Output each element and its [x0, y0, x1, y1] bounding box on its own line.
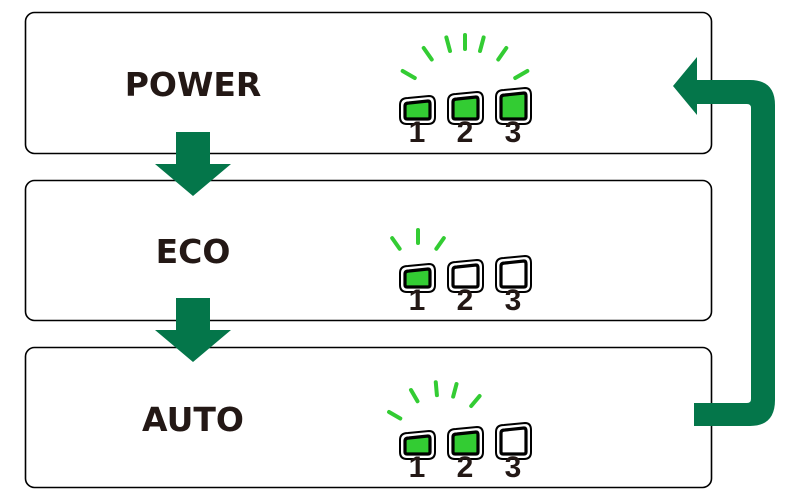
- led-3-off: [495, 421, 532, 460]
- led-3-off: [495, 254, 532, 293]
- glow-ray: [469, 394, 482, 408]
- glow-ray: [434, 236, 446, 251]
- led-3-on: [495, 86, 532, 125]
- glow-ray: [451, 382, 459, 399]
- led-number-label: 1: [409, 284, 426, 317]
- led-number-label: 1: [409, 116, 426, 149]
- led-number-label: 3: [505, 116, 522, 149]
- led-number-label: 2: [457, 116, 474, 149]
- glow-ray: [390, 236, 402, 251]
- led-1-on: [399, 262, 436, 293]
- glow-ray: [421, 46, 434, 62]
- mode-label-auto: AUTO: [142, 400, 244, 439]
- glow-ray: [496, 46, 509, 62]
- led-2-on: [447, 425, 484, 460]
- glow-ray: [444, 35, 452, 53]
- glow-ray: [409, 388, 420, 404]
- return-arrow-icon: [673, 57, 775, 426]
- led-number-label: 3: [505, 284, 522, 317]
- glow-ray: [387, 410, 403, 421]
- led-number-label: 2: [457, 451, 474, 484]
- led-2-off: [447, 258, 484, 293]
- glow-ray: [478, 35, 486, 53]
- mode-label-power: POWER: [125, 65, 262, 104]
- mode-label-eco: ECO: [156, 232, 231, 271]
- led-2-on: [447, 90, 484, 125]
- led-number-label: 3: [505, 451, 522, 484]
- led-number-label: 2: [457, 284, 474, 317]
- glow-ray: [400, 69, 417, 80]
- led-1-on: [399, 429, 436, 460]
- glow-ray: [513, 69, 530, 80]
- glow-ray: [433, 380, 439, 398]
- down-arrow-icon: [155, 132, 231, 196]
- led-1-on: [399, 94, 436, 125]
- down-arrow-icon: [155, 298, 231, 362]
- led-number-label: 1: [409, 451, 426, 484]
